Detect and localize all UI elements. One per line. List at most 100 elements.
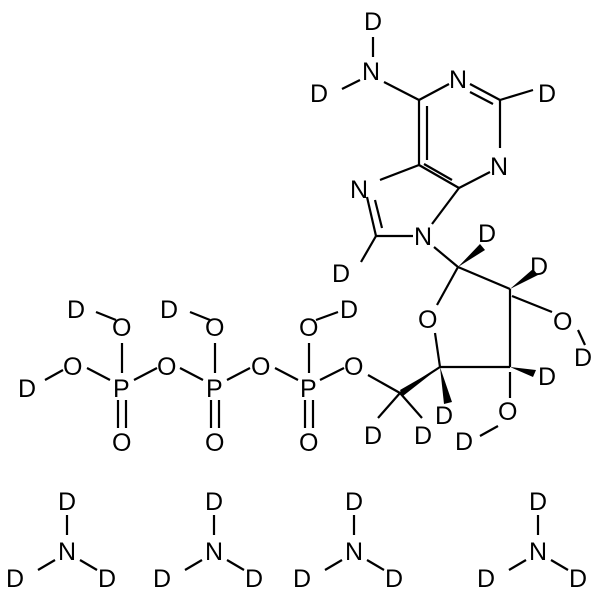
- atom-label: D: [245, 565, 263, 593]
- bond-o-d: [189, 310, 211, 322]
- atom-label: D: [530, 253, 548, 281]
- bond-n9-c4: [431, 187, 460, 225]
- atom-label: N: [345, 538, 363, 566]
- bond-o3p-d: [479, 425, 499, 437]
- bond-c5p-d: [377, 392, 401, 419]
- bond-pa-oab: [274, 367, 299, 381]
- wedge-c3p-d: [510, 367, 536, 377]
- atom-label: D: [435, 402, 453, 430]
- atom-label: N: [414, 223, 432, 251]
- bond-pg-oh-left: [86, 367, 111, 381]
- bond-n-d: [184, 559, 203, 571]
- atom-label: N: [350, 176, 368, 204]
- bond-c5p-o5p: [367, 374, 401, 394]
- atom-label: O: [205, 314, 224, 342]
- bond-o5p-pa: [319, 367, 345, 381]
- ammonia-molecule: D N D D: [477, 488, 587, 593]
- atom-label: O: [344, 353, 363, 381]
- atom-label: D: [538, 80, 556, 108]
- atom-label: D: [569, 565, 587, 593]
- atom-label: O: [112, 314, 131, 342]
- bond-n-d: [324, 559, 343, 571]
- ammonia-molecule: D N D D: [6, 488, 116, 593]
- atom-label: D: [529, 488, 547, 516]
- atom-label: D: [293, 565, 311, 593]
- wedge-c4p-d: [440, 367, 452, 404]
- bond-o2p-d: [577, 329, 586, 346]
- wedge-c1p-d: [458, 244, 485, 267]
- bond-n1-c2-inner: [469, 91, 494, 105]
- atom-label: D: [98, 565, 116, 593]
- bonds: [37, 37, 586, 571]
- atom-label: D: [414, 422, 432, 450]
- atom-label: P: [206, 375, 223, 403]
- atom-label: N: [490, 153, 508, 181]
- bond-o-d: [95, 310, 117, 322]
- atom-label: D: [332, 260, 350, 288]
- bond-c2-d: [499, 88, 534, 102]
- atom-label: O: [251, 353, 270, 381]
- atom-label: D: [478, 220, 496, 248]
- wedge-c4p-c5p: [400, 367, 440, 396]
- atom-labels: D N D N D N N N D D D O D O D O D D D D …: [18, 8, 592, 457]
- atom-label: D: [364, 422, 382, 450]
- atom-label: O: [418, 306, 437, 334]
- atom-label: O: [112, 429, 131, 457]
- bond-c6-n1: [418, 83, 450, 101]
- atom-label: D: [18, 375, 36, 403]
- bond-c5-n7: [379, 163, 420, 182]
- bond-n3-c4: [458, 171, 491, 189]
- bond-n1-c2: [469, 83, 501, 101]
- bond-c8-d: [360, 235, 377, 263]
- bond-obg-pg: [133, 367, 158, 381]
- ammonia-molecule: D N D D: [153, 488, 263, 593]
- atom-label: N: [58, 538, 76, 566]
- bond-n9-c1p: [433, 246, 459, 268]
- atom-label: D: [364, 8, 382, 36]
- bond-pb-obg: [179, 367, 204, 381]
- bond-n7-c8-inner: [373, 199, 384, 229]
- atom-label: P: [300, 375, 317, 403]
- bond-o-d: [315, 310, 339, 322]
- atom-label: O: [205, 429, 224, 457]
- bond-c4-c5-inner: [423, 163, 453, 181]
- atom-label: D: [538, 363, 556, 391]
- atom-label: O: [63, 353, 82, 381]
- bond-c2p-o2p: [511, 294, 553, 314]
- atom-label: D: [455, 428, 473, 456]
- atom-label: O: [299, 429, 318, 457]
- atom-label: D: [477, 565, 495, 593]
- atom-label: D: [205, 488, 223, 516]
- atom-label: N: [362, 58, 380, 86]
- atom-label: D: [58, 488, 76, 516]
- ammonia-group: D N D D D N D D D N D D D N D D: [6, 488, 587, 593]
- bond-oab-pb: [226, 367, 251, 381]
- atom-label: O: [553, 308, 572, 336]
- bond-n7-c8: [365, 196, 378, 237]
- atom-label: P: [113, 375, 130, 403]
- atom-label: N: [529, 538, 547, 566]
- bond-n-d: [226, 559, 245, 571]
- bond-c6-n6: [383, 81, 420, 101]
- bond-n6-d: [341, 79, 361, 90]
- atom-label: D: [385, 565, 403, 593]
- atom-label: D: [67, 296, 85, 324]
- atom-label: D: [345, 488, 363, 516]
- bond-c1p-o4p: [436, 266, 459, 306]
- bond-n-d: [37, 559, 56, 571]
- atom-label: D: [160, 296, 178, 324]
- bond-c1p-c2p: [457, 265, 511, 291]
- atom-label: N: [449, 66, 467, 94]
- bond-o-d: [44, 369, 64, 381]
- atom-label: D: [340, 296, 358, 324]
- atom-label: O: [157, 353, 176, 381]
- atom-label: N: [205, 538, 223, 566]
- atom-label: D: [6, 565, 24, 593]
- atom-label: O: [299, 314, 318, 342]
- atom-label: D: [153, 565, 171, 593]
- ammonia-molecule: D N D D: [293, 488, 403, 593]
- atom-label: D: [574, 344, 592, 372]
- stereo-bonds: [400, 244, 538, 404]
